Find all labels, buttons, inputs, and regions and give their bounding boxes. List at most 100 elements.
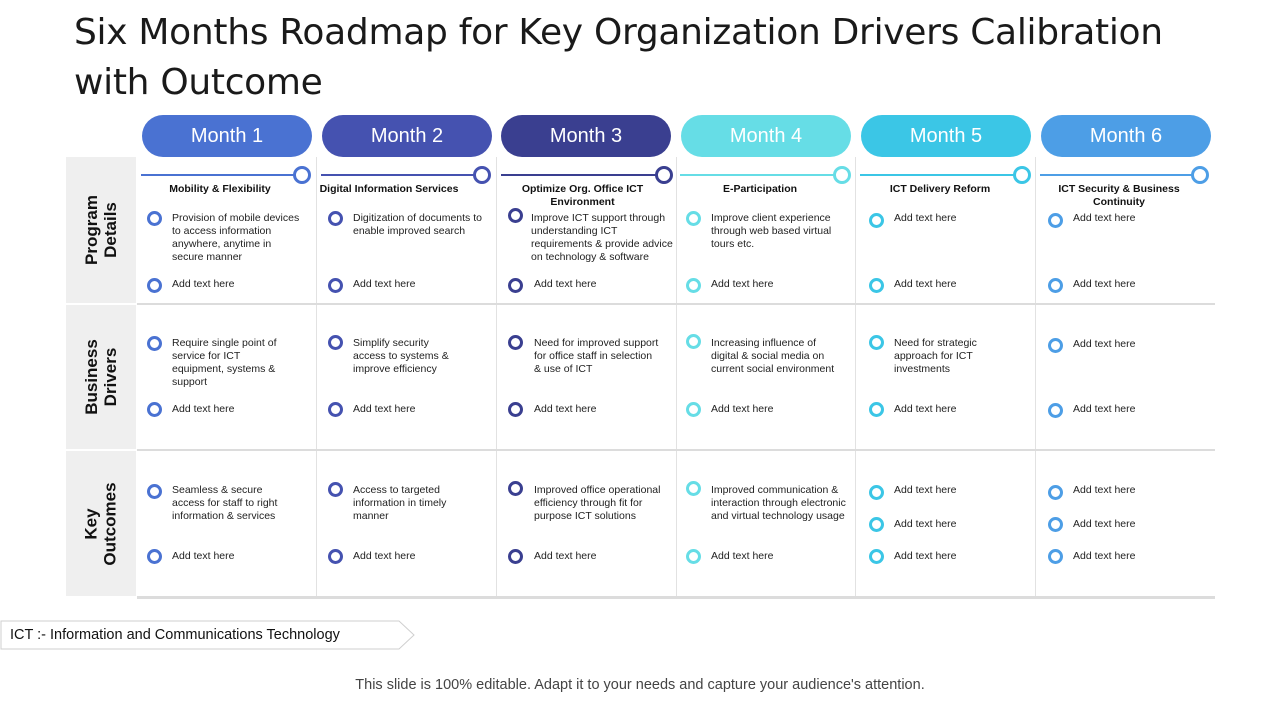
- outcome-text: Add text here: [1073, 484, 1136, 496]
- column-divider: [316, 157, 317, 597]
- bullet-dot: [869, 335, 884, 350]
- month-4-label: Month 4: [729, 124, 803, 147]
- business-text: Add text here: [1073, 338, 1136, 350]
- timeline-segment-6: [1040, 174, 1194, 176]
- program-text: Improve ICT support through understandin…: [531, 212, 673, 263]
- column-divider: [855, 157, 856, 597]
- bullet-dot: [1048, 278, 1063, 293]
- month-1-heading: Mobility & Flexibility: [169, 183, 271, 195]
- bullet-dot: [1048, 403, 1063, 418]
- timeline-node-3: [655, 166, 673, 184]
- timeline-segment-4: [680, 174, 836, 176]
- outcome-text: Access to targeted information in timely…: [353, 484, 447, 522]
- bullet-dot: [328, 482, 343, 497]
- outcome-text: Add text here: [894, 484, 957, 496]
- month-5-label: Month 5: [909, 124, 983, 147]
- bullet-dot: [147, 336, 162, 351]
- program-text: Add text here: [711, 278, 774, 290]
- program-text: Add text here: [894, 212, 957, 224]
- month-6-label: Month 6: [1089, 124, 1163, 147]
- program-text: Add text here: [1073, 212, 1136, 224]
- bullet-dot: [1048, 549, 1063, 564]
- outcome-text: Improved communication & interaction thr…: [711, 484, 846, 522]
- timeline-node-2: [473, 166, 491, 184]
- timeline-segment-2: [321, 174, 477, 176]
- bullet-dot: [147, 549, 162, 564]
- business-text: Add text here: [353, 403, 416, 415]
- slide-title: Six Months Roadmap for Key Organization …: [74, 12, 1163, 103]
- row-divider: [137, 303, 1215, 305]
- program-text: Add text here: [534, 278, 597, 290]
- column-divider: [496, 157, 497, 597]
- business-text: Add text here: [1073, 403, 1136, 415]
- bullet-dot: [1048, 213, 1063, 228]
- bullet-dot: [328, 549, 343, 564]
- month-4-pill[interactable]: Month 4: [681, 115, 851, 157]
- column-divider: [676, 157, 677, 597]
- bullet-dot: [508, 278, 523, 293]
- timeline-segment-1: [141, 174, 297, 176]
- program-text: Add text here: [353, 278, 416, 290]
- bullet-dot: [686, 402, 701, 417]
- ict-footnote-text: ICT :- Information and Communications Te…: [10, 627, 340, 643]
- timeline-node-6: [1191, 166, 1209, 184]
- outcome-text: Add text here: [172, 550, 235, 562]
- month-3-label: Month 3: [549, 124, 623, 147]
- bullet-dot: [508, 481, 523, 496]
- month-2-heading: Digital Information Services: [319, 183, 459, 195]
- month-6-pill[interactable]: Month 6: [1041, 115, 1211, 157]
- program-text: Add text here: [172, 278, 235, 290]
- month-6-heading: ICT Security & Business Continuity: [1058, 183, 1180, 208]
- timeline-node-4: [833, 166, 851, 184]
- row-divider: [137, 449, 1215, 451]
- bullet-dot: [686, 211, 701, 226]
- outcome-text: Seamless & secure access for staff to ri…: [172, 484, 278, 522]
- month-5-heading: ICT Delivery Reform: [889, 183, 991, 195]
- program-text: Add text here: [1073, 278, 1136, 290]
- bullet-dot: [869, 549, 884, 564]
- business-text: Need for improved support for office sta…: [534, 337, 659, 375]
- month-2-pill[interactable]: Month 2: [322, 115, 492, 157]
- column-divider: [1035, 157, 1036, 597]
- outcome-text: Add text here: [353, 550, 416, 562]
- outcome-text: Add text here: [1073, 518, 1136, 530]
- month-3-pill[interactable]: Month 3: [501, 115, 671, 157]
- bullet-dot: [328, 278, 343, 293]
- bullet-dot: [869, 213, 884, 228]
- timeline-node-1: [293, 166, 311, 184]
- bullet-dot: [1048, 338, 1063, 353]
- outcome-text: Add text here: [711, 550, 774, 562]
- business-text: Add text here: [711, 403, 774, 415]
- program-text: Provision of mobile devices to access in…: [172, 212, 300, 263]
- bullet-dot: [328, 335, 343, 350]
- bullet-dot: [869, 517, 884, 532]
- ict-footnote: ICT :- Information and Communications Te…: [0, 620, 415, 650]
- bullet-dot: [508, 549, 523, 564]
- month-1-pill[interactable]: Month 1: [142, 115, 312, 157]
- business-text: Add text here: [894, 403, 957, 415]
- month-5-pill[interactable]: Month 5: [861, 115, 1031, 157]
- outcome-text: Add text here: [534, 550, 597, 562]
- bullet-dot: [147, 211, 162, 226]
- row-label-outcomes-text: Key Outcomes: [82, 481, 120, 566]
- timeline-node-5: [1013, 166, 1031, 184]
- business-text: Increasing influence of digital & social…: [711, 337, 835, 375]
- bullet-dot: [1048, 485, 1063, 500]
- row-label-business-text: Business Drivers: [82, 339, 120, 415]
- program-text: Improve client experience through web ba…: [711, 212, 832, 250]
- bullet-dot: [147, 278, 162, 293]
- bullet-dot: [328, 211, 343, 226]
- bullet-dot: [686, 334, 701, 349]
- table-bottom-border: [137, 596, 1215, 599]
- outcome-text: Improved office operational efficiency t…: [534, 484, 661, 522]
- bullet-dot: [686, 481, 701, 496]
- bullet-dot: [508, 402, 523, 417]
- business-text: Add text here: [172, 403, 235, 415]
- outcome-text: Add text here: [894, 518, 957, 530]
- bullet-dot: [328, 402, 343, 417]
- row-label-program-details: Program Details: [66, 157, 136, 303]
- month-3-heading: Optimize Org. Office ICT Environment: [521, 183, 644, 208]
- program-text: Digitization of documents to enable impr…: [353, 212, 482, 237]
- bullet-dot: [869, 485, 884, 500]
- bullet-dot: [147, 484, 162, 499]
